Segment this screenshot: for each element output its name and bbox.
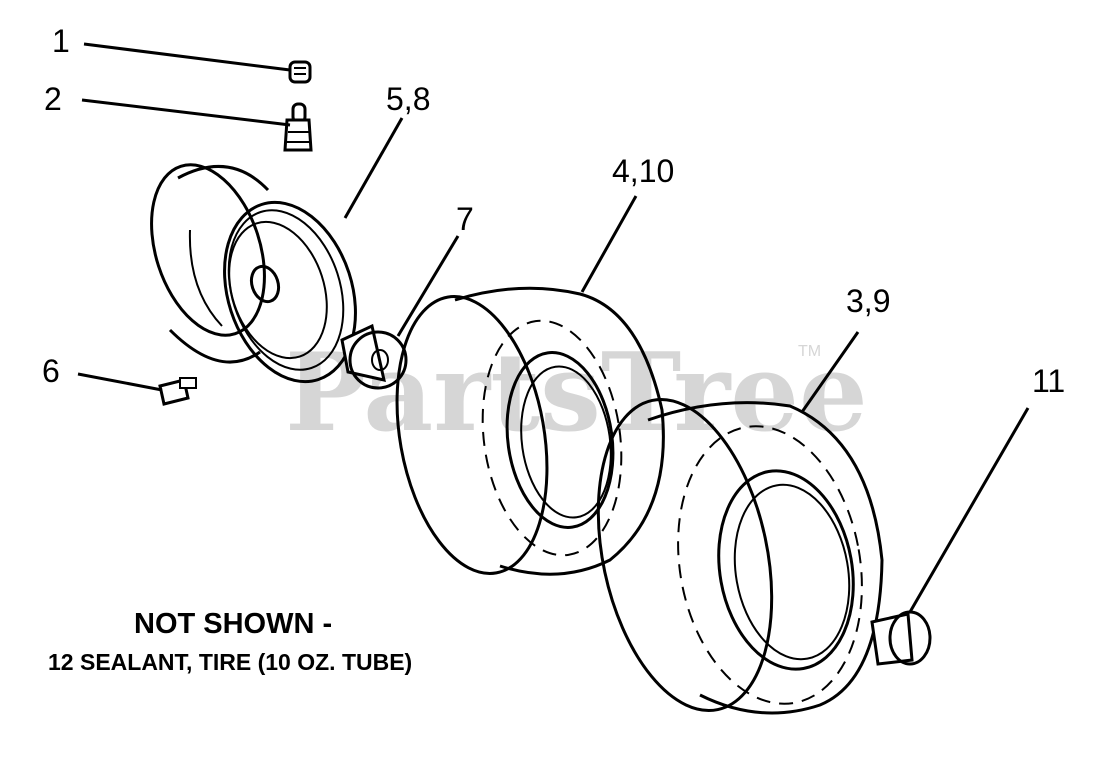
leader-lines: [77, 42, 1030, 613]
callout-4-10: 4,10: [612, 153, 674, 189]
callout-3-9: 3,9: [846, 283, 890, 319]
part-valve-cap: [288, 60, 312, 84]
watermark-trademark: TM: [798, 343, 821, 360]
part-fitting: [158, 377, 197, 406]
part-rear-tire: [596, 398, 884, 715]
part-front-tire: [395, 286, 665, 576]
part-bushing: [340, 323, 408, 390]
callout-2: 2: [44, 81, 62, 117]
callout-11: 11: [1032, 363, 1065, 399]
not-shown-title: NOT SHOWN -: [134, 608, 332, 640]
callout-5-8: 5,8: [386, 81, 430, 117]
part-rim: [150, 163, 357, 384]
callout-7: 7: [456, 201, 474, 237]
part-valve-stem: [283, 102, 313, 152]
not-shown-item: 12 SEALANT, TIRE (10 OZ. TUBE): [48, 649, 412, 675]
callout-1: 1: [52, 23, 70, 59]
callout-6: 6: [42, 353, 60, 389]
part-hub-cap: [870, 610, 932, 666]
